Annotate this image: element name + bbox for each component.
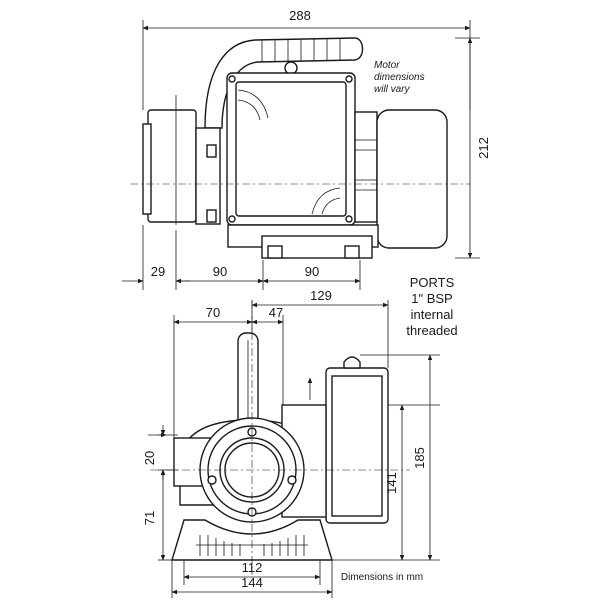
- end-terminal-box: [325, 367, 389, 524]
- dim-port-height-20: 20: [142, 451, 157, 465]
- motor-body: [354, 111, 378, 223]
- dim-base-144: 144: [241, 575, 263, 590]
- dim-width-129: 129: [310, 288, 332, 303]
- dim-overall-length: 288: [289, 8, 311, 23]
- dim-left-span: 90: [213, 264, 227, 279]
- svg-text:internal: internal: [411, 307, 454, 322]
- svg-text:Motor: Motor: [374, 60, 400, 71]
- dim-base-112: 112: [242, 560, 263, 575]
- side-elevation-view: [130, 37, 470, 259]
- dim-flange-depth: 29: [151, 264, 165, 279]
- pump-flange: [147, 109, 197, 223]
- dim-base-to-center-71: 71: [142, 511, 157, 525]
- dim-height-185: 185: [412, 447, 427, 469]
- svg-text:1" BSP: 1" BSP: [411, 291, 452, 306]
- motor-note: Motor dimensions will vary: [374, 60, 425, 95]
- top-dimension-lines: 288 212 29 90 90: [122, 8, 491, 290]
- dim-width-70: 70: [206, 305, 220, 320]
- bottom-dimension-lines: 70 47 129 20 71 141 185 112 144: [142, 288, 440, 598]
- ports-note: PORTS 1" BSP internal threaded: [406, 275, 457, 338]
- svg-text:dimensions: dimensions: [374, 72, 425, 83]
- dim-height-141: 141: [384, 472, 399, 494]
- terminal-box: [226, 72, 356, 226]
- svg-text:PORTS: PORTS: [410, 275, 455, 290]
- svg-text:threaded: threaded: [406, 323, 457, 338]
- end-elevation-view: [148, 300, 410, 575]
- units-note: Dimensions in mm: [341, 572, 423, 583]
- dim-overall-height: 212: [476, 137, 491, 159]
- svg-text:will vary: will vary: [374, 84, 411, 95]
- dim-right-span: 90: [305, 264, 319, 279]
- dim-width-47: 47: [269, 305, 283, 320]
